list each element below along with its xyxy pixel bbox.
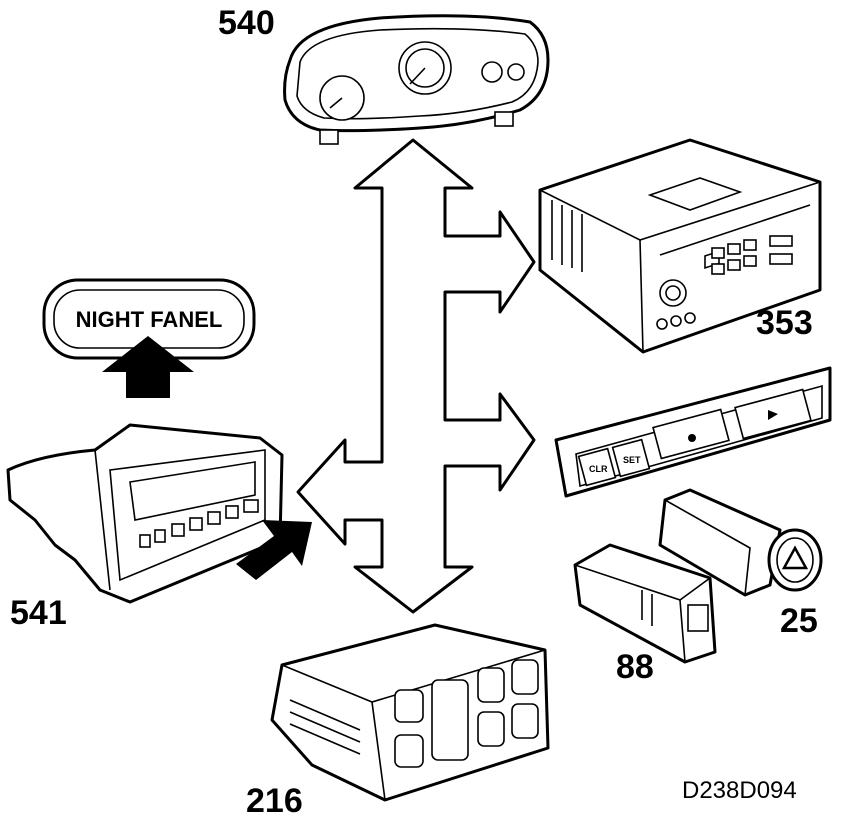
label-541: 541 [10,594,67,632]
night-panel-text: NIGHT FANEL [76,307,223,332]
radio-unit [538,138,822,354]
bus-arrow [296,138,536,614]
drawing-code: D238D094 [682,777,797,804]
clr-button-label: CLR [589,464,608,474]
cruise-switch-panel: CLR SET [554,366,832,498]
pointer-arrow [236,520,312,580]
label-540: 540 [218,4,275,42]
set-button-label: SET [623,455,641,465]
up-arrow [102,336,194,398]
label-25: 25 [780,602,818,640]
night-panel-sign: NIGHT FANEL [42,278,256,360]
instrument-cluster [283,14,550,145]
information-display-unit [6,423,284,604]
cigarette-lighter [658,488,823,597]
label-216: 216 [246,782,303,820]
fog-light-switch [573,543,717,664]
label-88: 88 [616,648,654,686]
acc-control-unit [270,623,550,802]
label-353: 353 [756,304,813,342]
